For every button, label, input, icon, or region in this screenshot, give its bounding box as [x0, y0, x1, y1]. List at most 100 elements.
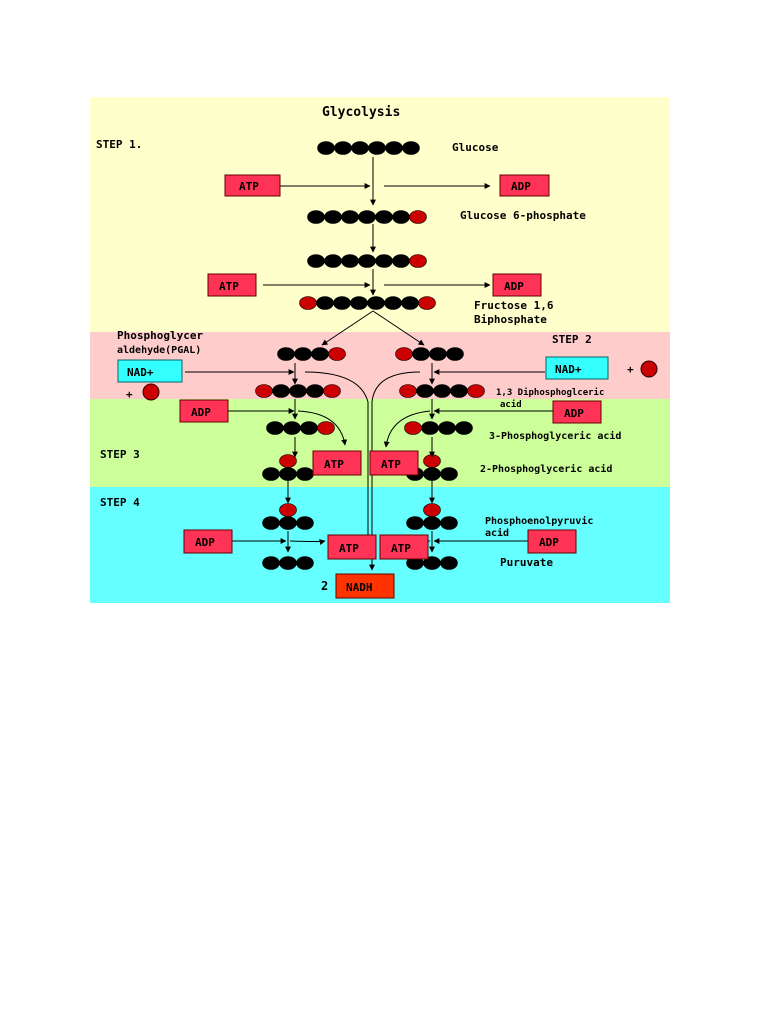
adp-box-4: ADP	[552, 400, 602, 424]
carbon-atom	[440, 556, 458, 570]
carbon-atom	[307, 254, 325, 268]
carbon-atom	[277, 347, 295, 361]
adp-box-4-label: ADP	[564, 407, 584, 420]
diphospho-right-chain	[399, 384, 485, 398]
molecule-chains	[255, 141, 485, 570]
phosphate-atom	[279, 503, 297, 517]
carbon-atom	[334, 141, 352, 155]
pep-label-2: acid	[485, 527, 509, 539]
atp-box-4: ATP	[369, 450, 419, 476]
carbon-atom	[279, 467, 297, 481]
nad-box-left-label: NAD+	[127, 366, 154, 379]
carbon-atom	[358, 210, 376, 224]
carbon-atom	[450, 384, 468, 398]
phospho3-label: 3-Phosphoglyceric acid	[489, 430, 621, 442]
diphospho-label-1: 1,3 Diphosphoglceric	[496, 387, 604, 398]
atp-box-3: ATP	[312, 450, 362, 476]
carbon-atom	[421, 421, 439, 435]
arrows	[185, 157, 554, 571]
glucose-label: Glucose	[452, 141, 499, 154]
step3-label: STEP 3	[100, 448, 140, 461]
carbon-atom	[433, 384, 451, 398]
diagram-title: Glycolysis	[322, 105, 400, 120]
phosphate-left-icon	[142, 383, 160, 401]
carbon-atom	[311, 347, 329, 361]
atp-box-4-label: ATP	[381, 458, 401, 471]
pgal-label-2: aldehyde(PGAL)	[117, 345, 201, 356]
nadh-count: 2	[321, 579, 328, 593]
carbon-atom	[279, 556, 297, 570]
phosphate-atom	[423, 503, 441, 517]
atp-box-2: ATP	[207, 273, 257, 297]
carbon-atom	[429, 347, 447, 361]
carbon-atom	[440, 516, 458, 530]
atp-box-5-label: ATP	[339, 542, 359, 555]
adp-box-6-label: ADP	[539, 536, 559, 549]
carbon-atom	[423, 467, 441, 481]
pgal-label-1: Phosphoglycer	[117, 329, 203, 342]
carbon-atom	[272, 384, 290, 398]
carbon-atom	[296, 467, 314, 481]
phosphate-atom	[409, 254, 427, 268]
carbon-atom	[392, 254, 410, 268]
carbon-atom	[306, 384, 324, 398]
adp-box-3: ADP	[179, 399, 229, 423]
pgal-right-chain	[395, 347, 464, 361]
adp-box-5-label: ADP	[195, 536, 215, 549]
pep-left-cluster	[262, 503, 314, 530]
carbon-atom	[446, 347, 464, 361]
carbon-atom	[455, 421, 473, 435]
carbon-atom	[283, 421, 301, 435]
phosphate-atom	[299, 296, 317, 310]
carbon-atom	[307, 210, 325, 224]
phosphate-atom	[409, 210, 427, 224]
nad-box-left: NAD+	[117, 359, 183, 383]
phosphate-atom	[399, 384, 417, 398]
carbon-atom	[375, 254, 393, 268]
carbon-atom	[341, 254, 359, 268]
phospho2-right-cluster	[406, 454, 458, 481]
adp-box-5: ADP	[183, 529, 233, 554]
carbon-atom	[324, 254, 342, 268]
fructose-label-2: Biphosphate	[474, 313, 547, 326]
carbon-atom	[262, 556, 280, 570]
phosphate-atom	[418, 296, 436, 310]
phosphate-atom	[328, 347, 346, 361]
carbon-atom	[300, 421, 318, 435]
nad-box-right-label: NAD+	[555, 363, 582, 376]
carbon-atom	[333, 296, 351, 310]
atp-box-2-label: ATP	[219, 280, 239, 293]
pyruvate-left-chain	[262, 556, 314, 570]
adp-box-1-label: ADP	[511, 180, 531, 193]
glucose-chain	[317, 141, 420, 155]
step1-label: STEP 1.	[96, 138, 142, 151]
carbon-atom	[412, 347, 430, 361]
plus-left: +	[126, 388, 133, 401]
carbon-atom	[350, 296, 368, 310]
carbon-atom	[401, 296, 419, 310]
glycolysis-svg: Glycolysis STEP 1. STEP 2 STEP 3 STEP 4 …	[90, 97, 670, 603]
step4-label: STEP 4	[100, 496, 140, 509]
carbon-atom	[294, 347, 312, 361]
plus-right: +	[627, 363, 634, 376]
phospho3-left-chain	[266, 421, 335, 435]
adp-box-1: ADP	[499, 174, 550, 197]
carbon-atom	[438, 421, 456, 435]
adp-box-3-label: ADP	[191, 406, 211, 419]
pep-label-1: Phosphoenolpyruvic	[485, 515, 593, 527]
phosphate-atom	[467, 384, 485, 398]
carbon-atom	[375, 210, 393, 224]
carbon-atom	[384, 296, 402, 310]
carbon-atom	[440, 467, 458, 481]
atp-box-5: ATP	[327, 534, 377, 560]
phosphate-atom	[395, 347, 413, 361]
carbon-atom	[324, 210, 342, 224]
carbon-atom	[358, 254, 376, 268]
phosphate-atom	[404, 421, 422, 435]
carbon-atom	[406, 516, 424, 530]
phosphate-right-icon	[640, 360, 658, 378]
nadh-box: NADH	[335, 573, 395, 599]
phosphate-atom	[279, 454, 297, 468]
glucose6p-label: Glucose 6-phosphate	[460, 209, 586, 222]
carbon-atom	[262, 516, 280, 530]
